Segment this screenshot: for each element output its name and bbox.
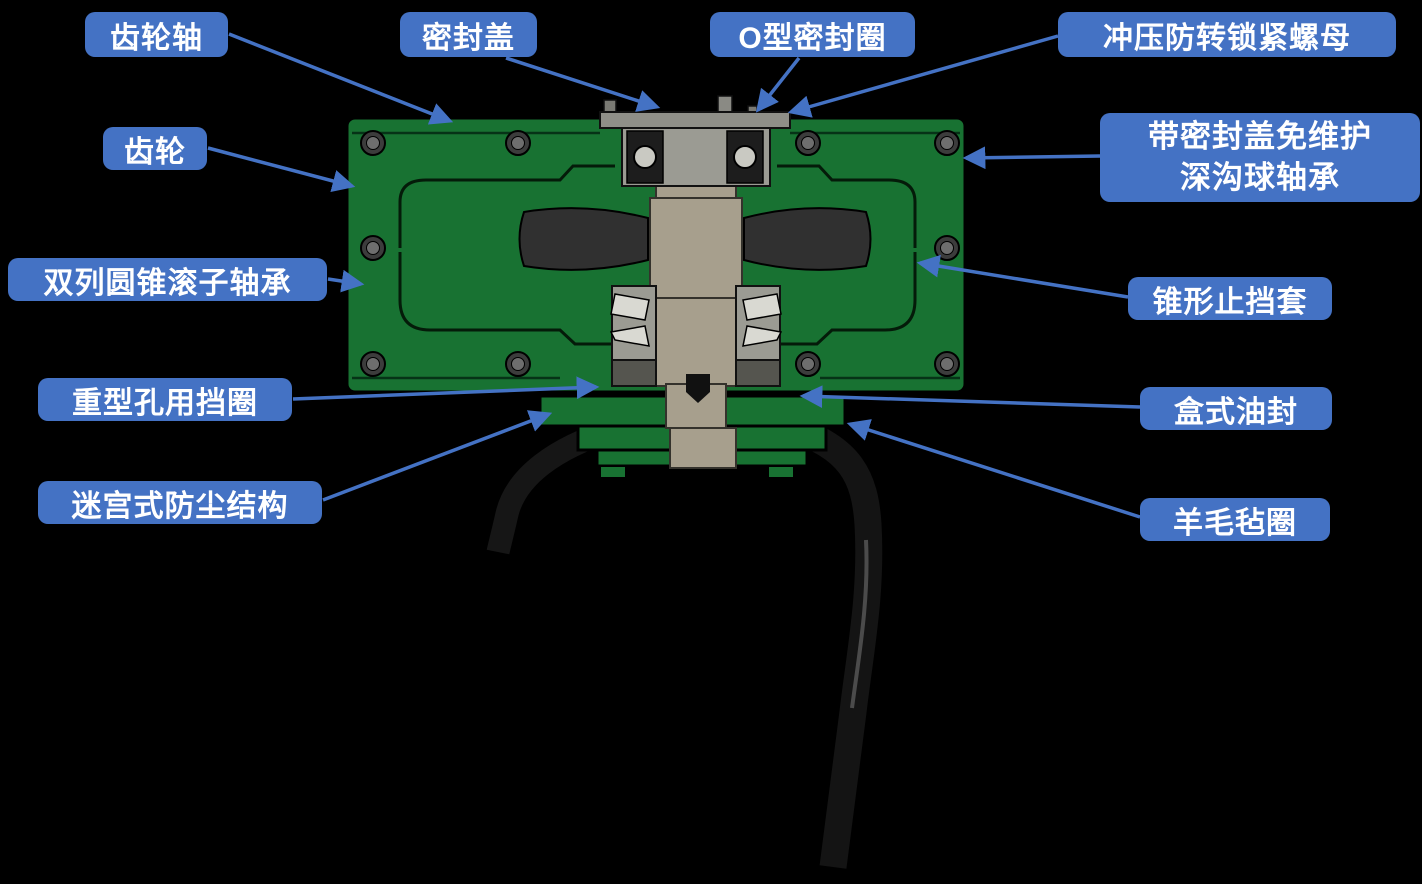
- housing-bolts: [360, 130, 960, 377]
- inner-contour-bottom-left: [398, 252, 613, 346]
- leader-stop-sleeve: [916, 254, 1129, 299]
- shaft-lower: [665, 374, 737, 469]
- gear-hub-section: [518, 207, 872, 271]
- leader-oil-seal: [799, 385, 1141, 409]
- leader-o-ring: [755, 56, 801, 113]
- tapered-bearing-left: [609, 285, 657, 387]
- label-ball-bearing: 带密封盖免维护 深沟球轴承: [1100, 113, 1420, 202]
- ball-bearing-left: [626, 130, 664, 184]
- bolt-icon: [934, 130, 960, 156]
- leader-ball-bearing: [962, 146, 1101, 170]
- top-bearing-assembly: [599, 95, 791, 187]
- label-stop-sleeve: 锥形止挡套: [1128, 277, 1332, 320]
- label-retaining-ring: 重型孔用挡圈: [38, 378, 292, 421]
- bolt-icon: [934, 351, 960, 377]
- seal-cover-part: [599, 111, 791, 129]
- bolt-icon: [360, 351, 386, 377]
- leader-felt-ring: [846, 419, 1141, 519]
- bolt-icon: [795, 351, 821, 377]
- label-ball-bearing-line2: 深沟球轴承: [1180, 159, 1340, 195]
- bolt-icon: [795, 130, 821, 156]
- label-seal-cover: 密封盖: [400, 12, 537, 57]
- label-gear: 齿轮: [103, 127, 207, 170]
- hose-left: [486, 419, 616, 555]
- bolt-icon: [360, 130, 386, 156]
- hose-highlight: [850, 539, 869, 709]
- label-lock-nut: 冲压防转锁紧螺母: [1058, 12, 1396, 57]
- label-felt-ring: 羊毛毡圈: [1140, 498, 1330, 541]
- leader-gear-shaft: [228, 32, 454, 125]
- ball-bearing-right: [726, 130, 764, 184]
- label-o-ring: O型密封圈: [710, 12, 915, 57]
- bolt-icon: [505, 130, 531, 156]
- stop-sleeve-part: [735, 359, 781, 387]
- inner-contour-top-left: [398, 164, 615, 248]
- retaining-ring-part: [611, 359, 657, 387]
- bolt-icon: [934, 235, 960, 261]
- bolt-icon: [360, 235, 386, 261]
- leader-lock-nut: [787, 34, 1059, 118]
- hose-right: [785, 415, 883, 869]
- inner-contour-bottom-right: [779, 252, 917, 346]
- leader-seal-cover: [505, 56, 661, 112]
- shaft-tip: [686, 374, 710, 403]
- bolt-icon: [505, 351, 531, 377]
- leader-tapered-bearing: [327, 269, 365, 293]
- leader-retaining-ring: [292, 376, 600, 401]
- label-ball-bearing-line1: 带密封盖免维护: [1148, 118, 1372, 154]
- label-tapered-bearing: 双列圆锥滚子轴承: [8, 258, 327, 301]
- leader-gear: [207, 146, 356, 193]
- leader-lines: [207, 32, 1141, 519]
- label-gear-shaft: 齿轮轴: [85, 12, 228, 57]
- label-labyrinth: 迷宫式防尘结构: [38, 481, 322, 524]
- tapered-bearing-right: [735, 285, 783, 387]
- inner-contour-top-right: [777, 164, 917, 248]
- label-oil-seal: 盒式油封: [1140, 387, 1332, 430]
- leader-labyrinth: [322, 410, 553, 502]
- hoses: [486, 415, 883, 869]
